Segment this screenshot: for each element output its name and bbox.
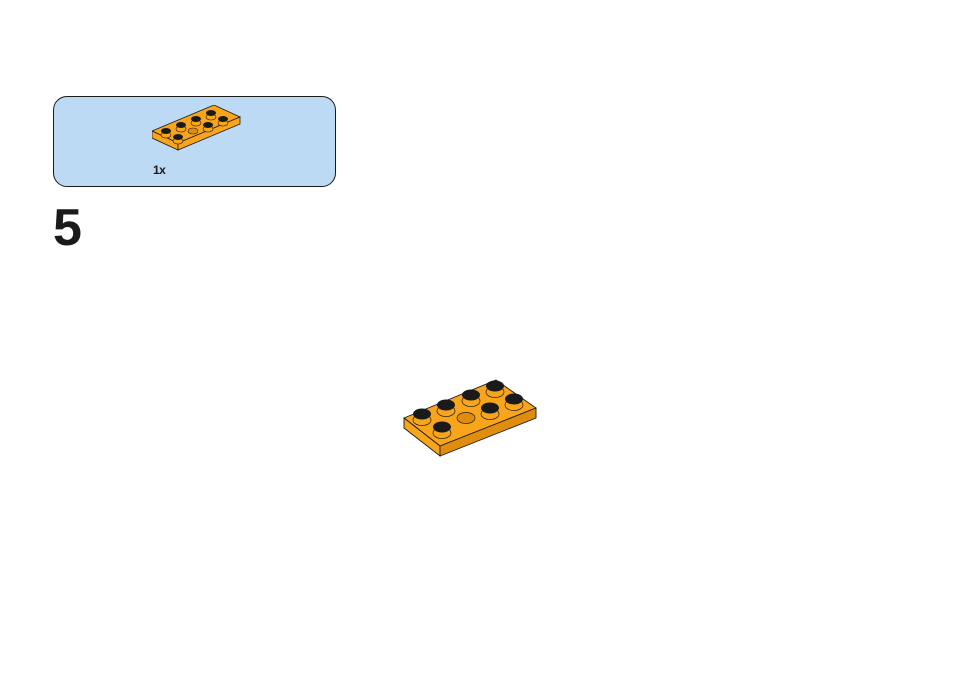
part-quantity-label: 1x <box>153 163 166 177</box>
step-number: 5 <box>53 199 82 257</box>
parts-list-callout: 1x <box>53 96 336 187</box>
orange-plate-2x4-icon <box>152 105 241 151</box>
assembled-model-illustration <box>403 379 537 457</box>
